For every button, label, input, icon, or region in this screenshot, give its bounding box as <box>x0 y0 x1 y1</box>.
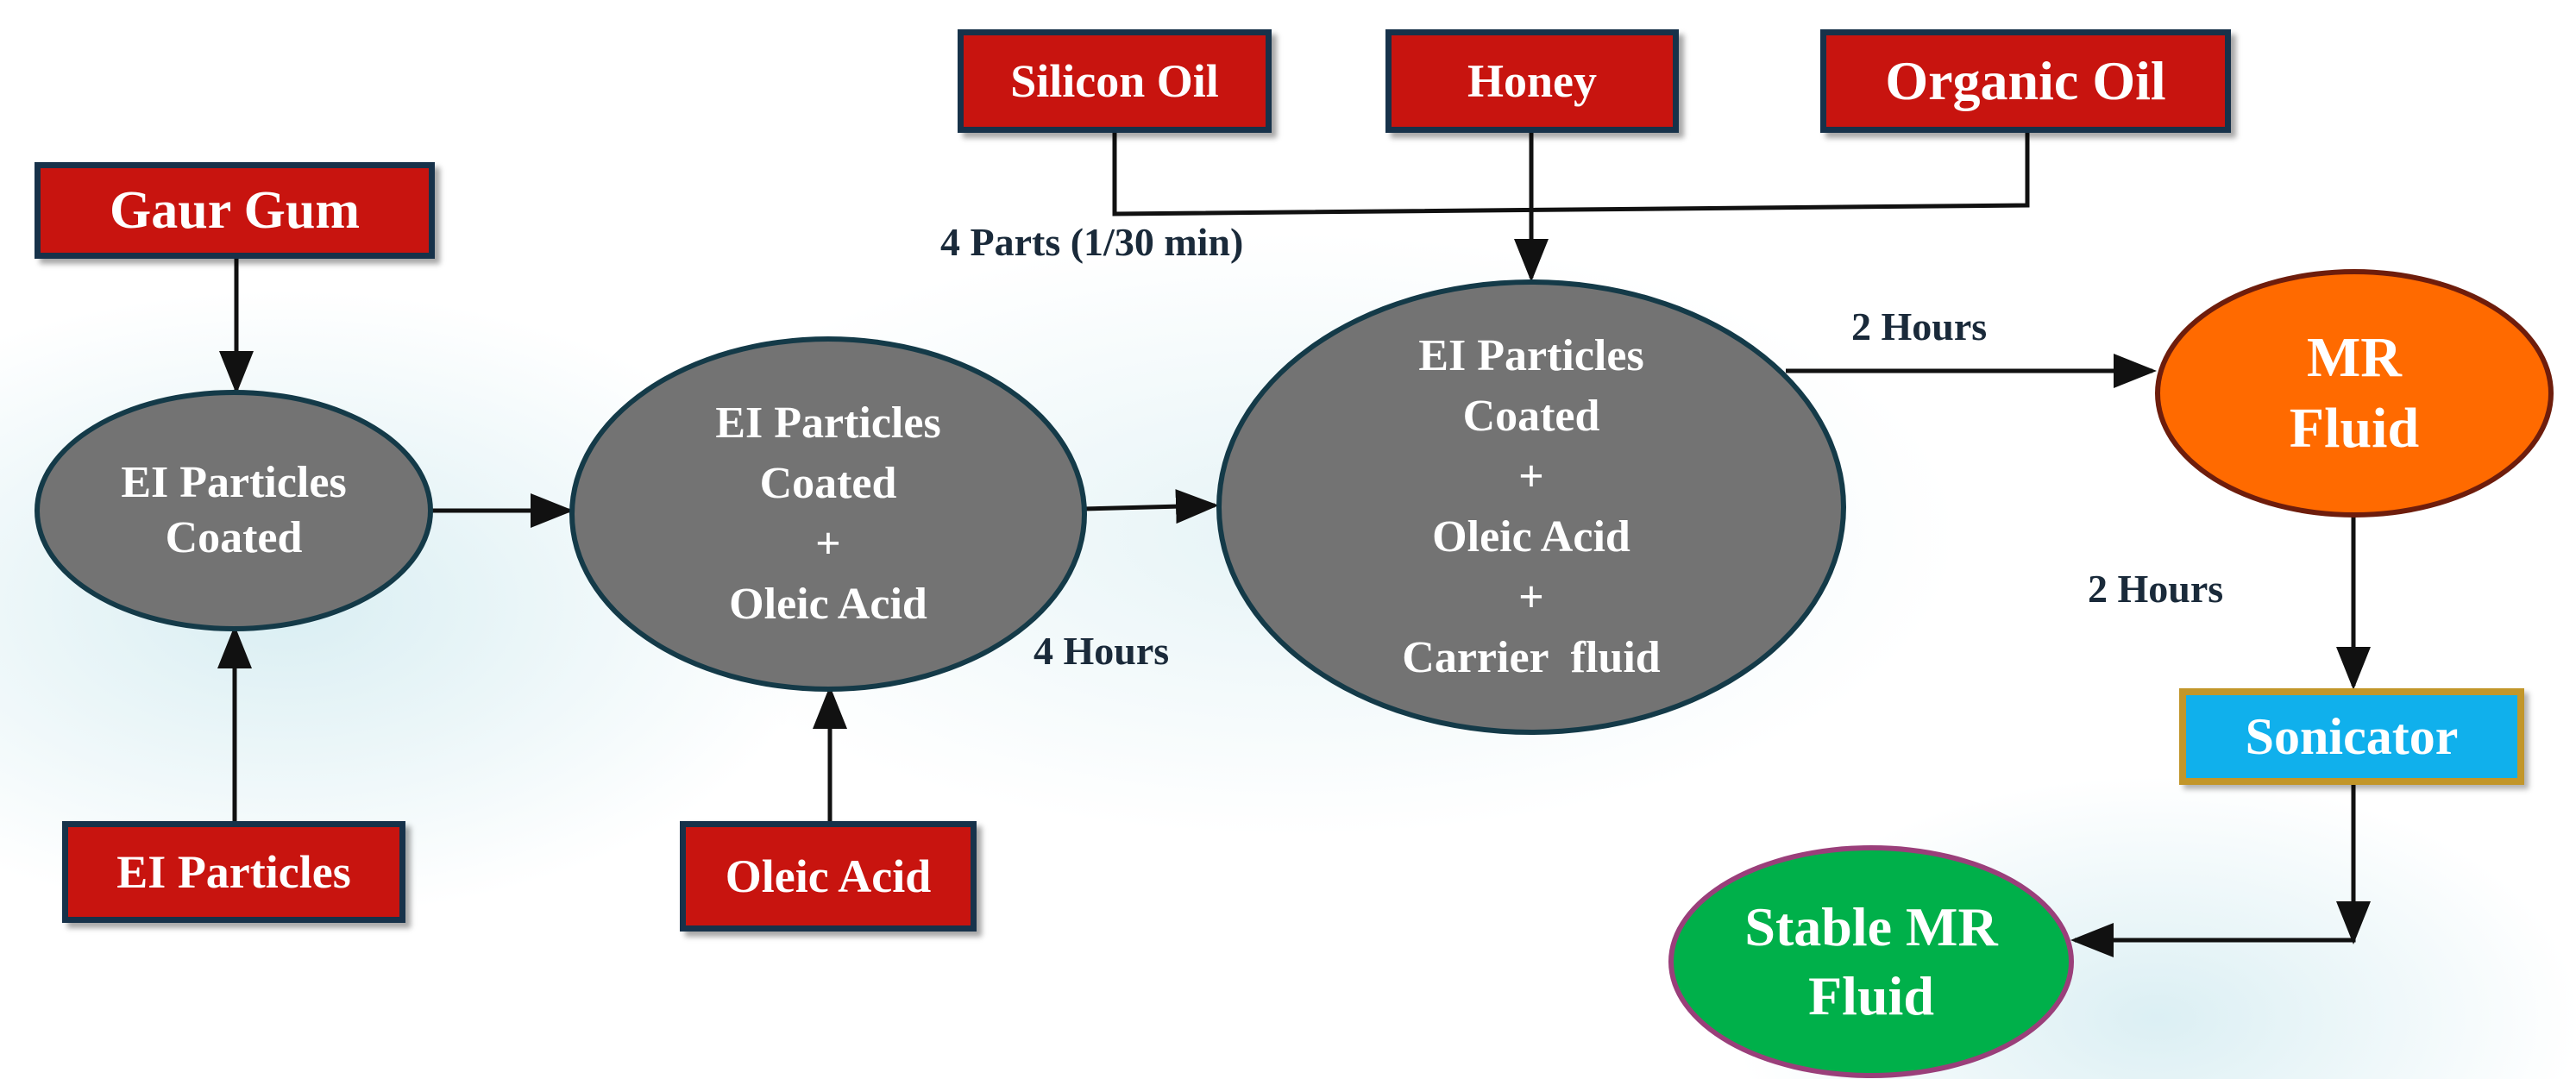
coated-oleic-line-3: + <box>815 519 841 568</box>
carrier-node-line-5: + <box>1518 573 1544 622</box>
coated-oleic-line-1: EI Particles <box>715 398 941 448</box>
honey-label: Honey <box>1467 55 1597 107</box>
carrier-node-line-2: Coated <box>1462 392 1600 441</box>
sonicator-box: Sonicator <box>2179 688 2524 785</box>
two-hours-top-label: 2 Hours <box>1851 304 1988 348</box>
four-hours-label: 4 Hours <box>1034 629 1170 673</box>
ei-particles-box: EI Particles <box>62 821 405 923</box>
honey-box: Honey <box>1385 29 1679 133</box>
organic-oil-box: Organic Oil <box>1820 29 2231 133</box>
gaur-gum-box: Gaur Gum <box>35 162 435 259</box>
organic-oil-label: Organic Oil <box>1885 50 2166 111</box>
sonicator-label: Sonicator <box>2245 707 2459 765</box>
four-parts-label: 4 Parts (1/30 min) <box>940 220 1244 264</box>
coated-node-line-1: EI Particles <box>121 458 347 507</box>
carrier-node-line-4: Oleic Acid <box>1432 512 1630 561</box>
silicon-oil-box: Silicon Oil <box>958 29 1272 133</box>
oleic-acid-label: Oleic Acid <box>725 850 932 902</box>
stable-mr-fluid-line-1: Stable MR <box>1744 896 1998 957</box>
stable-mr-fluid-node: Stable MR Fluid <box>1668 845 2074 1078</box>
gaur-gum-label: Gaur Gum <box>110 180 360 240</box>
ei-particles-label: EI Particles <box>116 846 351 898</box>
coated-oleic-line-2: Coated <box>759 459 897 508</box>
mr-fluid-line-1: MR <box>2307 326 2402 389</box>
two-hours-right-label: 2 Hours <box>2088 567 2224 611</box>
coated-oleic-carrier-node: EI Particles Coated + Oleic Acid + Carri… <box>1216 279 1846 735</box>
coated-particles-node: EI Particles Coated <box>35 390 433 631</box>
coated-node-line-2: Coated <box>165 513 303 562</box>
mr-fluid-node: MR Fluid <box>2155 269 2554 518</box>
carrier-node-line-1: EI Particles <box>1418 331 1644 380</box>
arrow-sonicator-to-stable <box>2070 781 2356 957</box>
mr-fluid-line-2: Fluid <box>2289 397 2420 460</box>
carrier-node-line-3: + <box>1518 452 1544 501</box>
oleic-acid-box: Oleic Acid <box>680 821 977 932</box>
oils-bus-line <box>1112 133 2030 216</box>
arrow-oleic-node-to-carrier-node <box>1082 489 1219 524</box>
stable-mr-fluid-line-2: Fluid <box>1808 965 1934 1026</box>
silicon-oil-label: Silicon Oil <box>1010 55 1219 107</box>
carrier-node-line-6: Carrier fluid <box>1402 633 1661 682</box>
coated-oleic-line-4: Oleic Acid <box>729 580 927 629</box>
coated-oleic-node: EI Particles Coated + Oleic Acid <box>569 336 1087 692</box>
